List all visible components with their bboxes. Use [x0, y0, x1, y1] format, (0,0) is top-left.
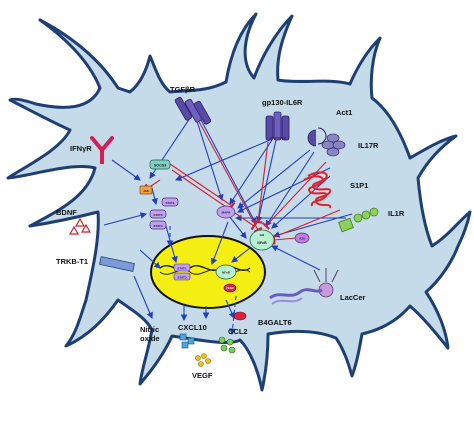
- nfkb-label: NFκB: [257, 241, 267, 245]
- nucleus-small-label: VEGF: [226, 286, 234, 290]
- nitric-oxide-line: oxide: [140, 334, 160, 343]
- cyto-red-node: [233, 311, 247, 321]
- jak-label: JAK: [143, 189, 150, 193]
- stat1-label: STAT1: [165, 201, 174, 205]
- act1-label: Act1: [336, 108, 352, 117]
- nucleus-stat1-label: STAT1: [177, 267, 186, 271]
- trkb-t1-receptor: [99, 256, 135, 272]
- mapk-node: [216, 205, 236, 219]
- jak-node: [139, 185, 153, 195]
- mapk-label: MAPK: [222, 211, 232, 215]
- nucleus-nfkb-label: NFκB: [222, 271, 231, 275]
- ifngr-receptor: [90, 136, 114, 164]
- il1r-label: IL1R: [388, 209, 405, 218]
- trkb-t1-label: TRKB-T1: [56, 257, 88, 266]
- nucleus-small-node: [223, 283, 237, 293]
- cxcl10-label: CXCL10: [178, 323, 207, 332]
- ifngr-label: IFNγR: [70, 144, 92, 153]
- vegf-label: VEGF: [192, 371, 213, 380]
- nucleus-stat3-label: STAT3: [177, 276, 186, 280]
- bdnf-label: BDNF: [56, 208, 77, 217]
- stat3a-node: [149, 209, 167, 219]
- ikb-label: IκB: [260, 233, 266, 237]
- bdnf-ligands: [68, 217, 92, 235]
- a20-label: A20: [299, 237, 305, 241]
- il1r-receptor: [338, 207, 379, 233]
- laccer-label: LacCer: [340, 293, 366, 302]
- nucleus-stat3-node: [173, 272, 191, 281]
- gp130-il6r-receptor: [265, 111, 290, 141]
- nucleus-nfkb-node: [215, 264, 237, 280]
- s1p1-receptor: [303, 171, 332, 209]
- b4galt6-label: B4GALT6: [258, 318, 292, 327]
- b4galt6-enzyme: [269, 288, 323, 305]
- nitric-oxide-label: Nitric oxide: [140, 325, 161, 343]
- nfkb-ikb-complex: [249, 229, 275, 251]
- stat3b-node: [149, 220, 167, 230]
- tgfbr-label: TGFβR: [170, 85, 196, 94]
- nucleus: [150, 235, 266, 309]
- il17r-receptor: [321, 133, 346, 157]
- ccl2-label: CCL2: [228, 327, 248, 336]
- nucleus-stat1-node: [173, 263, 191, 272]
- ccl2-molecules: [218, 336, 236, 354]
- socs3-label: SOCS3: [154, 164, 166, 168]
- stat3b-label: STAT3: [153, 224, 162, 228]
- stat3a-label: STAT3: [153, 213, 162, 217]
- il17r-label: IL17R: [358, 141, 379, 150]
- vegf-molecules: [195, 353, 211, 367]
- a20-node: [294, 232, 310, 244]
- stat1-node: [161, 197, 179, 207]
- act1-adaptor: [307, 127, 327, 147]
- gp130-il6r-label: gp130-IL6R: [262, 98, 303, 107]
- socs3-node: [149, 159, 171, 170]
- nitric-oxide-line: Nitric: [140, 325, 159, 334]
- cxcl10-molecules: [179, 333, 195, 349]
- s1p1-label: S1P1: [350, 181, 368, 190]
- tgfbr-receptor: [174, 96, 212, 125]
